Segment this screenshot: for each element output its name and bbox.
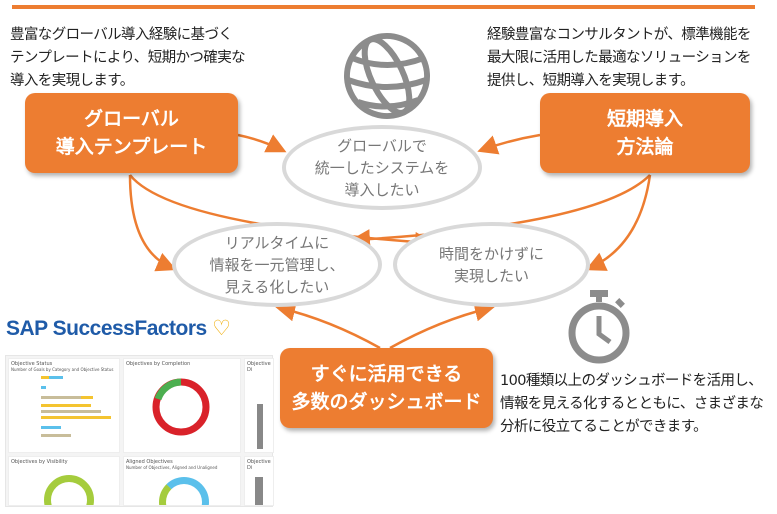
panel-objective-di-1: Objective Di <box>244 358 274 453</box>
panel-title: Objectives by Completion <box>126 361 191 367</box>
panel-subtitle: Number of Objectives, Aligned and Unalig… <box>126 465 218 470</box>
short-term-method-box: 短期導入 方法論 <box>540 93 750 173</box>
bottom-description: 100種類以上のダッシュボードを活用し、 情報を見える化するとともに、さまざまな… <box>500 373 764 435</box>
logo-text: SAP SuccessFactors <box>6 317 207 340</box>
sap-successfactors-logo: SAP SuccessFactors ♡ <box>6 316 231 341</box>
need-quick: 時間をかけずに 実現したい <box>393 222 590 307</box>
need-unified-system: グローバルで 統一したシステムを 導入したい <box>282 125 482 210</box>
need-realtime: リアルタイムに 情報を一元管理し、 見える化したい <box>172 222 382 307</box>
panel-subtitle: Number of Goals by Category and Objectiv… <box>11 367 114 372</box>
top-rule <box>12 5 755 9</box>
panel-objectives-by-visibility: Objectives by Visibility <box>8 456 120 506</box>
panel-title: Objective Di <box>247 459 271 471</box>
panel-title: Objectives by Visibility <box>11 459 68 465</box>
global-template-box: グローバル 導入テンプレート <box>25 93 238 173</box>
right-description: 経験豊富なコンサルタントが、標準機能を 最大限に活用した最適なソリューションを … <box>487 27 751 89</box>
panel-title: Objective Status <box>11 361 53 367</box>
stopwatch-icon <box>568 290 630 364</box>
dashboards-box: すぐに活用できる 多数のダッシュボード <box>280 348 493 428</box>
left-description: 豊富なグローバル導入経験に基づく テンプレートにより、短期かつ確実な 導入を実現… <box>10 27 246 89</box>
heart-icon: ♡ <box>212 317 231 340</box>
donut-chart <box>152 378 210 436</box>
globe-icon <box>344 33 430 119</box>
bar-chart <box>41 376 111 437</box>
panel-objective-di-2: Objective Di <box>244 456 274 506</box>
panel-title: Objective Di <box>247 361 271 373</box>
panel-objectives-by-completion: Objectives by Completion <box>123 358 241 453</box>
panel-title: Aligned Objectives <box>126 459 173 465</box>
